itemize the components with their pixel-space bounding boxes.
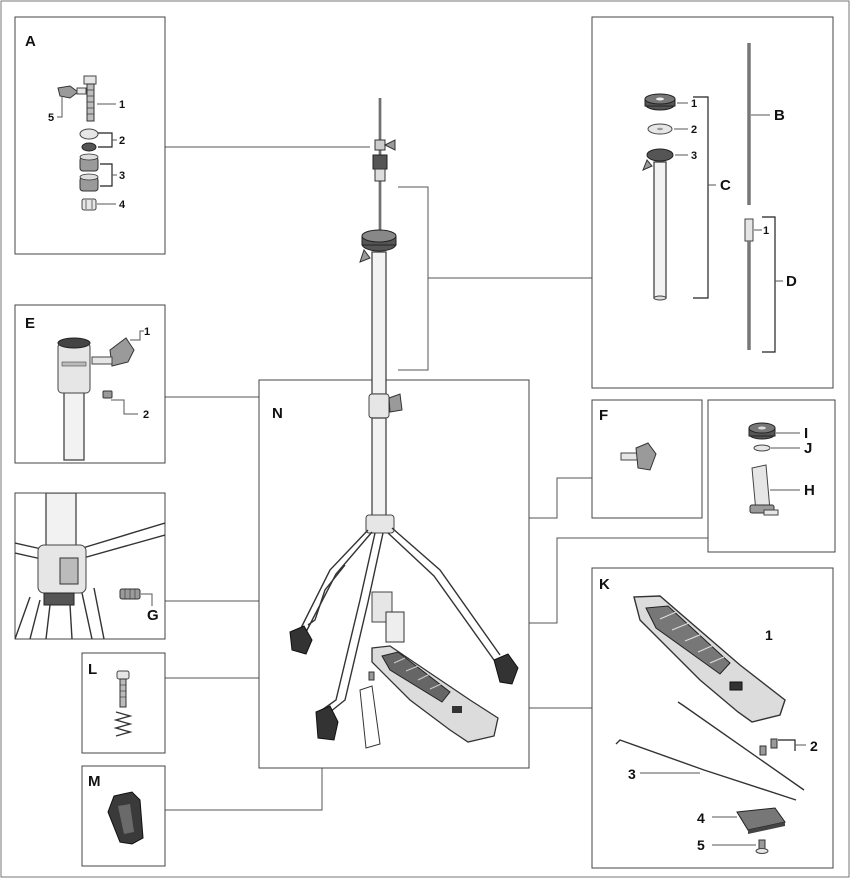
lower-tube: [63, 384, 85, 461]
panel-letter-c: C: [720, 177, 731, 194]
spring: [113, 711, 133, 737]
wing-screw: [57, 85, 79, 99]
lower-main-tube: [371, 417, 387, 519]
callout-a-4: 4: [119, 199, 126, 211]
foot-left: [289, 625, 313, 655]
screw-k5: [755, 848, 769, 854]
panel-letter-l: L: [88, 661, 97, 678]
callout-c-1: 1: [691, 98, 697, 110]
callout-k-3: 3: [628, 766, 636, 782]
callout-k-2: 2: [810, 738, 818, 754]
panel-n: N: [258, 379, 530, 769]
upper-tube: [371, 251, 387, 395]
panel-letter-k: K: [599, 576, 610, 593]
panel-e: E 1 2: [14, 304, 166, 464]
panel-c-b-d: 1 2 3 C B 1 D: [591, 16, 834, 389]
panel-letter-d: D: [786, 273, 797, 290]
leg-left: [299, 529, 369, 631]
leg-wing-bolt: [635, 442, 657, 471]
panel-letter-j: J: [804, 440, 812, 457]
panel-h-i-j: I J H: [707, 399, 836, 553]
foot-right: [493, 653, 519, 685]
panel-letter-g: G: [147, 607, 159, 624]
bolt-head: [83, 75, 97, 85]
callout-a-2: 2: [119, 135, 125, 147]
washer-upper: [79, 128, 99, 140]
callout-a-3: 3: [119, 170, 125, 182]
hihat-stand-main: [289, 98, 519, 749]
panel-letter-a: A: [25, 33, 36, 50]
foot-front: [315, 705, 339, 741]
panel-letter-m: M: [88, 773, 101, 790]
spring-collar: [43, 592, 75, 606]
washer-lower: [81, 142, 97, 152]
callout-k-1: 1: [765, 627, 773, 643]
panel-g: G: [14, 492, 166, 640]
support-tube: [653, 161, 667, 299]
panel-k: K 1 2 3 4 5: [591, 567, 834, 869]
tension-rod: [615, 739, 797, 801]
lower-seat: [646, 148, 674, 162]
callout-a-1: 1: [119, 99, 125, 111]
callout-e-2: 2: [143, 409, 149, 421]
panel-a: A 1 2 3 4 5: [14, 16, 166, 255]
leg-front: [321, 532, 376, 711]
main-height-clamp: [368, 393, 390, 419]
callout-c-3: 3: [691, 150, 697, 162]
screw-k2: [770, 738, 778, 749]
panel-letter-n: N: [272, 405, 283, 422]
height-clamp: [57, 342, 91, 394]
panel-letter-f: F: [599, 407, 608, 424]
lock-nut: [81, 198, 97, 211]
rod-coupler: [744, 218, 754, 242]
leg-right: [391, 527, 501, 656]
callout-d-1: 1: [763, 225, 769, 237]
panel-m: M: [81, 765, 166, 867]
panel-letter-e: E: [25, 315, 35, 332]
heel-rod: [677, 701, 805, 791]
panel-f: F: [591, 399, 703, 519]
main-clutch: [372, 154, 388, 170]
bolt-shaft: [86, 83, 95, 122]
spring-screw-head: [116, 670, 130, 680]
callout-k-4: 4: [697, 810, 705, 826]
panel-letter-i: I: [804, 425, 808, 442]
callout-k-5: 5: [697, 837, 705, 853]
panel-letter-b: B: [774, 107, 785, 124]
panel-letter-h: H: [804, 482, 815, 499]
callout-c-2: 2: [691, 124, 697, 136]
panel-l: L: [81, 652, 166, 754]
set-screw: [102, 390, 113, 399]
callout-e-1: 1: [144, 326, 150, 338]
part-j-washer: [753, 444, 771, 452]
callout-a-5: 5: [48, 112, 54, 124]
